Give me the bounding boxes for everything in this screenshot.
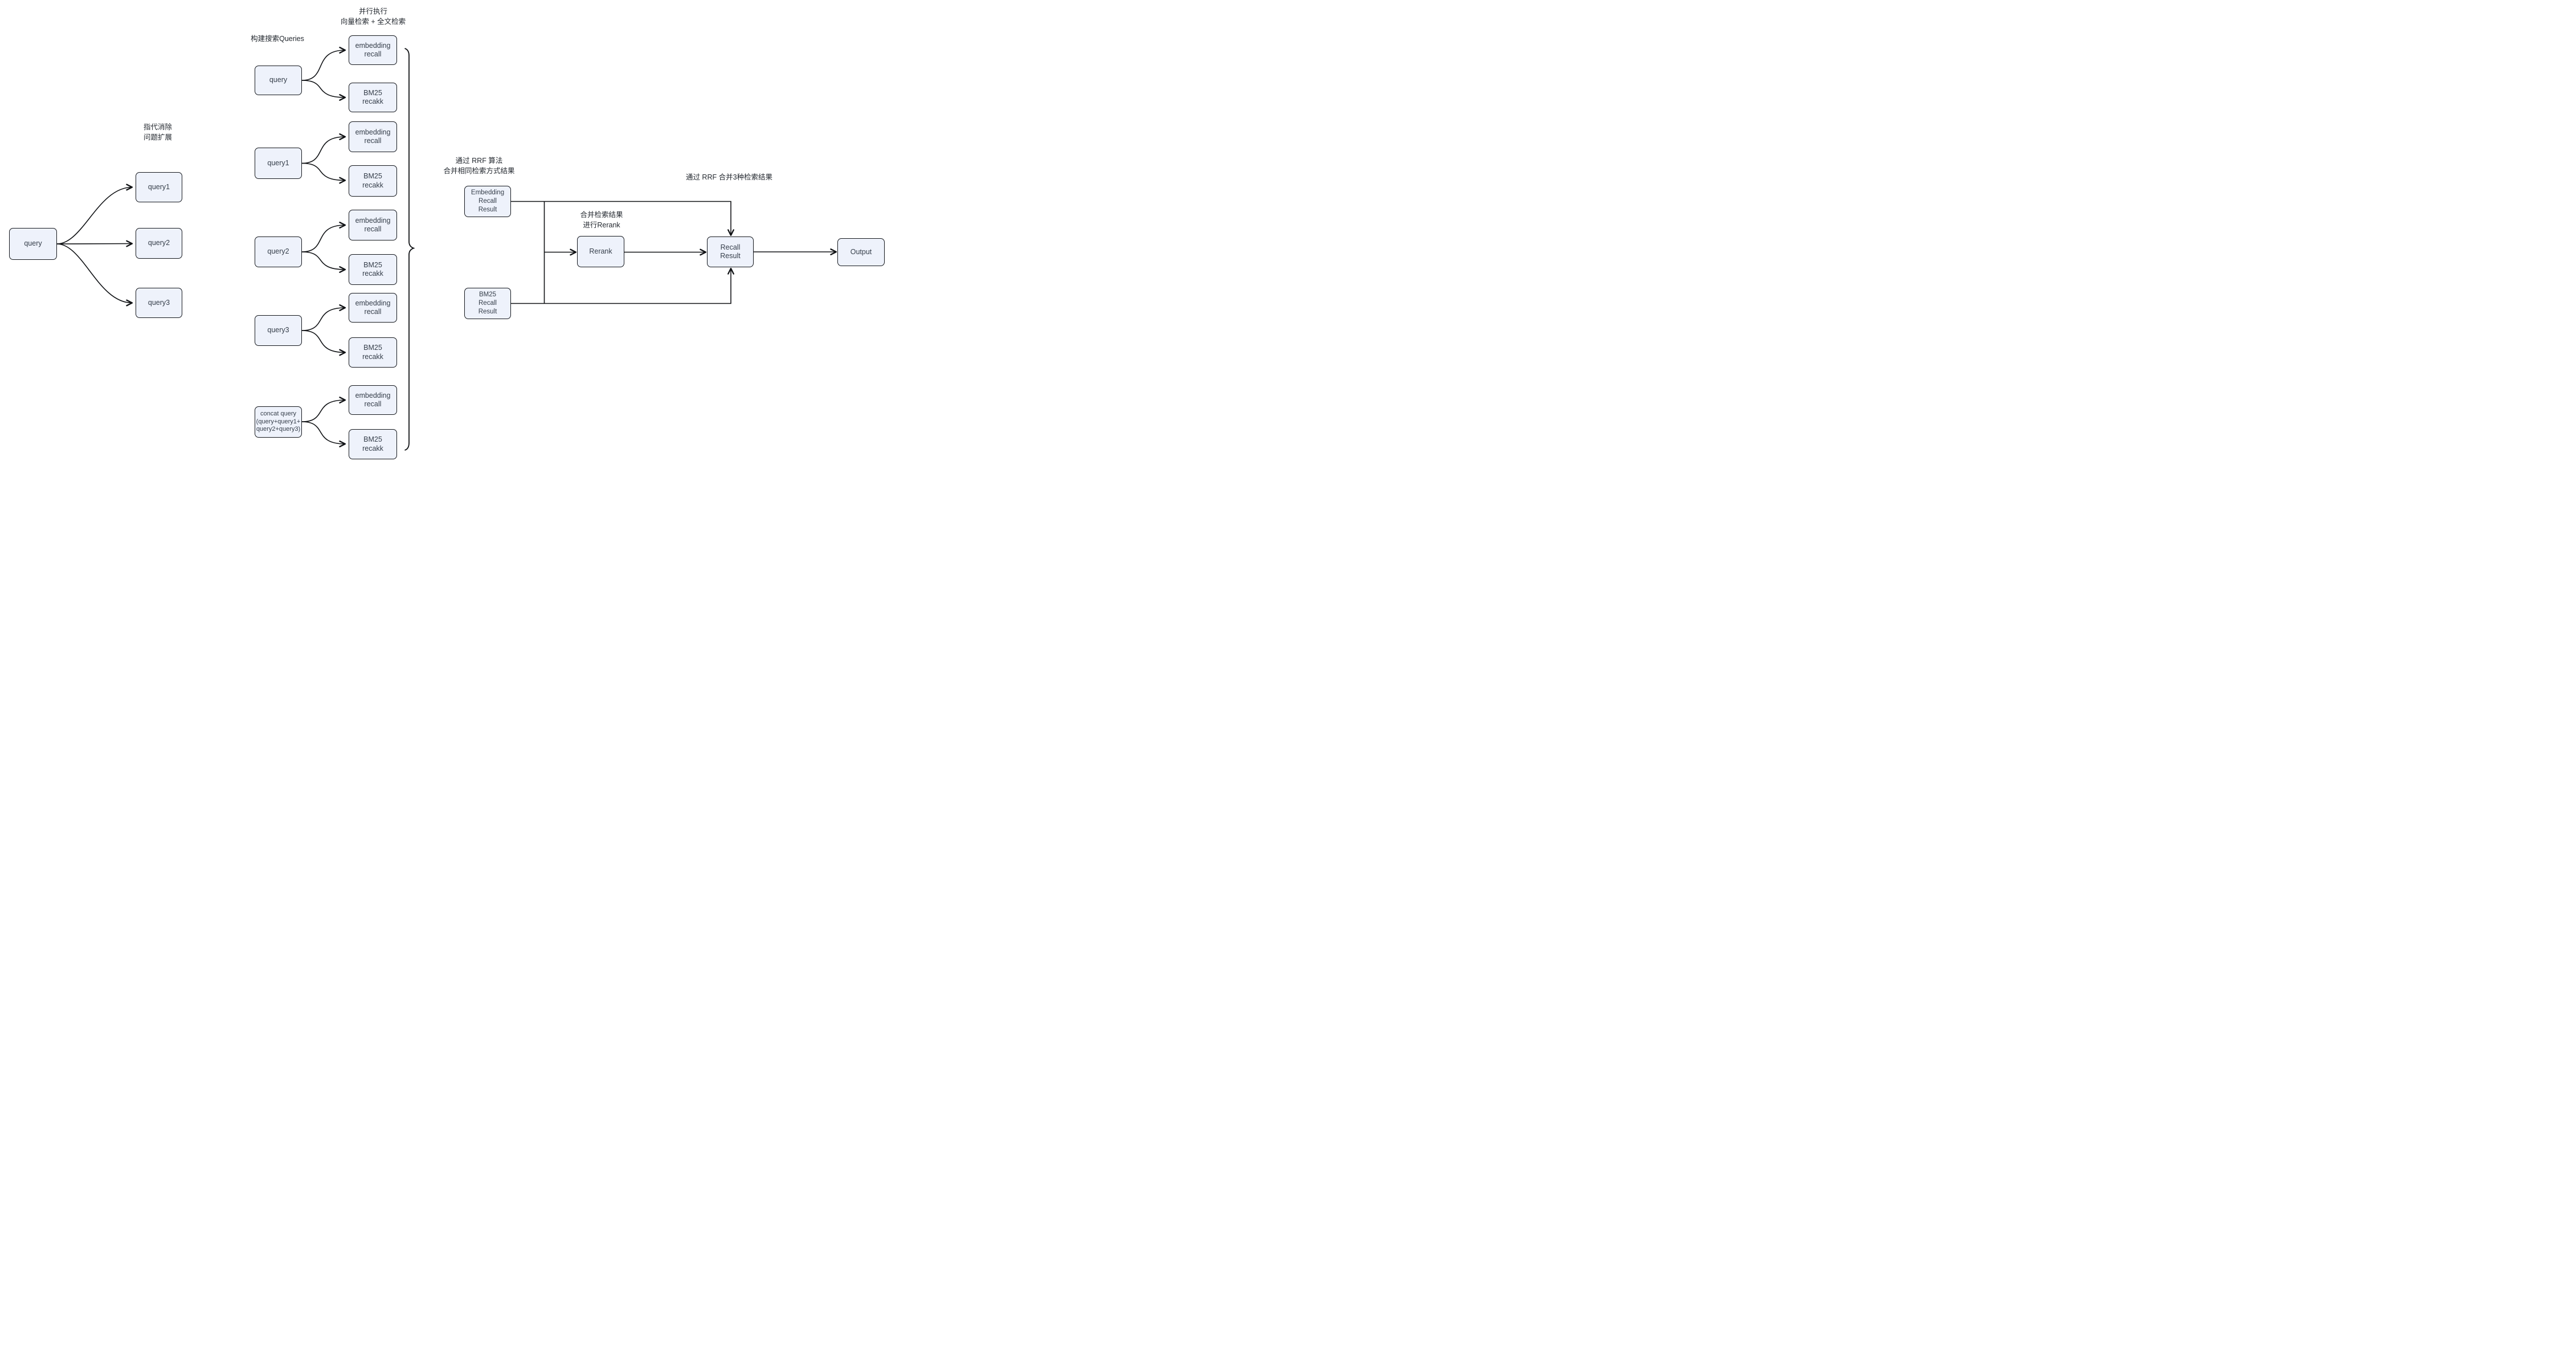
edge-mquery3-emb4 — [301, 304, 346, 331]
node-recall-result: Recall Result — [707, 236, 754, 267]
edge-mquery3-bm4 — [301, 330, 346, 356]
node-output: Output — [837, 238, 885, 266]
label-parallel-execution: 并行执行 向量检索 + 全文检索 — [340, 7, 406, 26]
edge-mquery2-bm3 — [301, 251, 346, 273]
edge-mquery1-bm2 — [301, 162, 346, 184]
node-bm25-recall-1: BM25 recakk — [349, 83, 397, 112]
node-embedding-recall-3: embedding recall — [349, 210, 397, 240]
edge-concat-bm5 — [301, 421, 346, 447]
edge-mquery1-emb2 — [301, 133, 346, 164]
label-rrf-merge-three: 通过 RRF 合并3种检索结果 — [685, 173, 773, 181]
node-query3-expanded: query3 — [136, 288, 182, 318]
edge-bm25rr-recall — [511, 267, 734, 304]
node-search-query1: query1 — [255, 148, 302, 179]
node-bm25-recall-2: BM25 recakk — [349, 165, 397, 197]
node-query-origin: query — [9, 228, 57, 260]
node-embedding-recall-4: embedding recall — [349, 293, 397, 323]
node-search-query: query — [255, 66, 302, 95]
edge-mquery-emb1 — [301, 47, 346, 81]
node-embedding-recall-5: embedding recall — [349, 385, 397, 415]
node-embedding-recall-result: Embedding Recall Result — [464, 186, 511, 217]
edge-mquery2-emb3 — [301, 222, 346, 252]
node-bm25-recall-3: BM25 recakk — [349, 254, 397, 285]
node-query1-expanded: query1 — [136, 172, 182, 202]
node-search-query3: query3 — [255, 315, 302, 346]
diagram-canvas: 并行执行 向量检索 + 全文检索 构建搜索Queries 指代消除 问题扩展 通… — [0, 0, 893, 470]
node-bm25-recall-5: BM25 recakk — [349, 429, 397, 459]
label-rrf-same-method: 通过 RRF 算法 合并相同检索方式结果 — [443, 156, 515, 175]
label-build-queries: 构建搜索Queries — [251, 34, 304, 43]
label-rerank-note: 合并检索结果 进行Rerank — [580, 210, 623, 229]
node-search-query2: query2 — [255, 236, 302, 267]
node-embedding-recall-1: embedding recall — [349, 35, 397, 65]
label-coreference-expand: 指代消除 问题扩展 — [143, 123, 173, 141]
node-bm25-recall-4: BM25 recakk — [349, 337, 397, 368]
edge-embrr-recall — [511, 201, 734, 236]
node-embedding-recall-2: embedding recall — [349, 121, 397, 152]
connectors-svg — [56, 47, 837, 451]
edge-concat-emb5 — [301, 397, 346, 422]
curly-brace — [404, 48, 415, 451]
edge-query-query1 — [56, 183, 133, 244]
node-bm25-recall-result: BM25 Recall Result — [464, 288, 511, 319]
node-concat-query: concat query (query+query1+ query2+query… — [255, 406, 302, 438]
edge-query-query3 — [56, 243, 133, 307]
node-query2-expanded: query2 — [136, 228, 182, 259]
edge-mquery-bm1 — [301, 80, 346, 101]
node-rerank: Rerank — [577, 236, 624, 267]
